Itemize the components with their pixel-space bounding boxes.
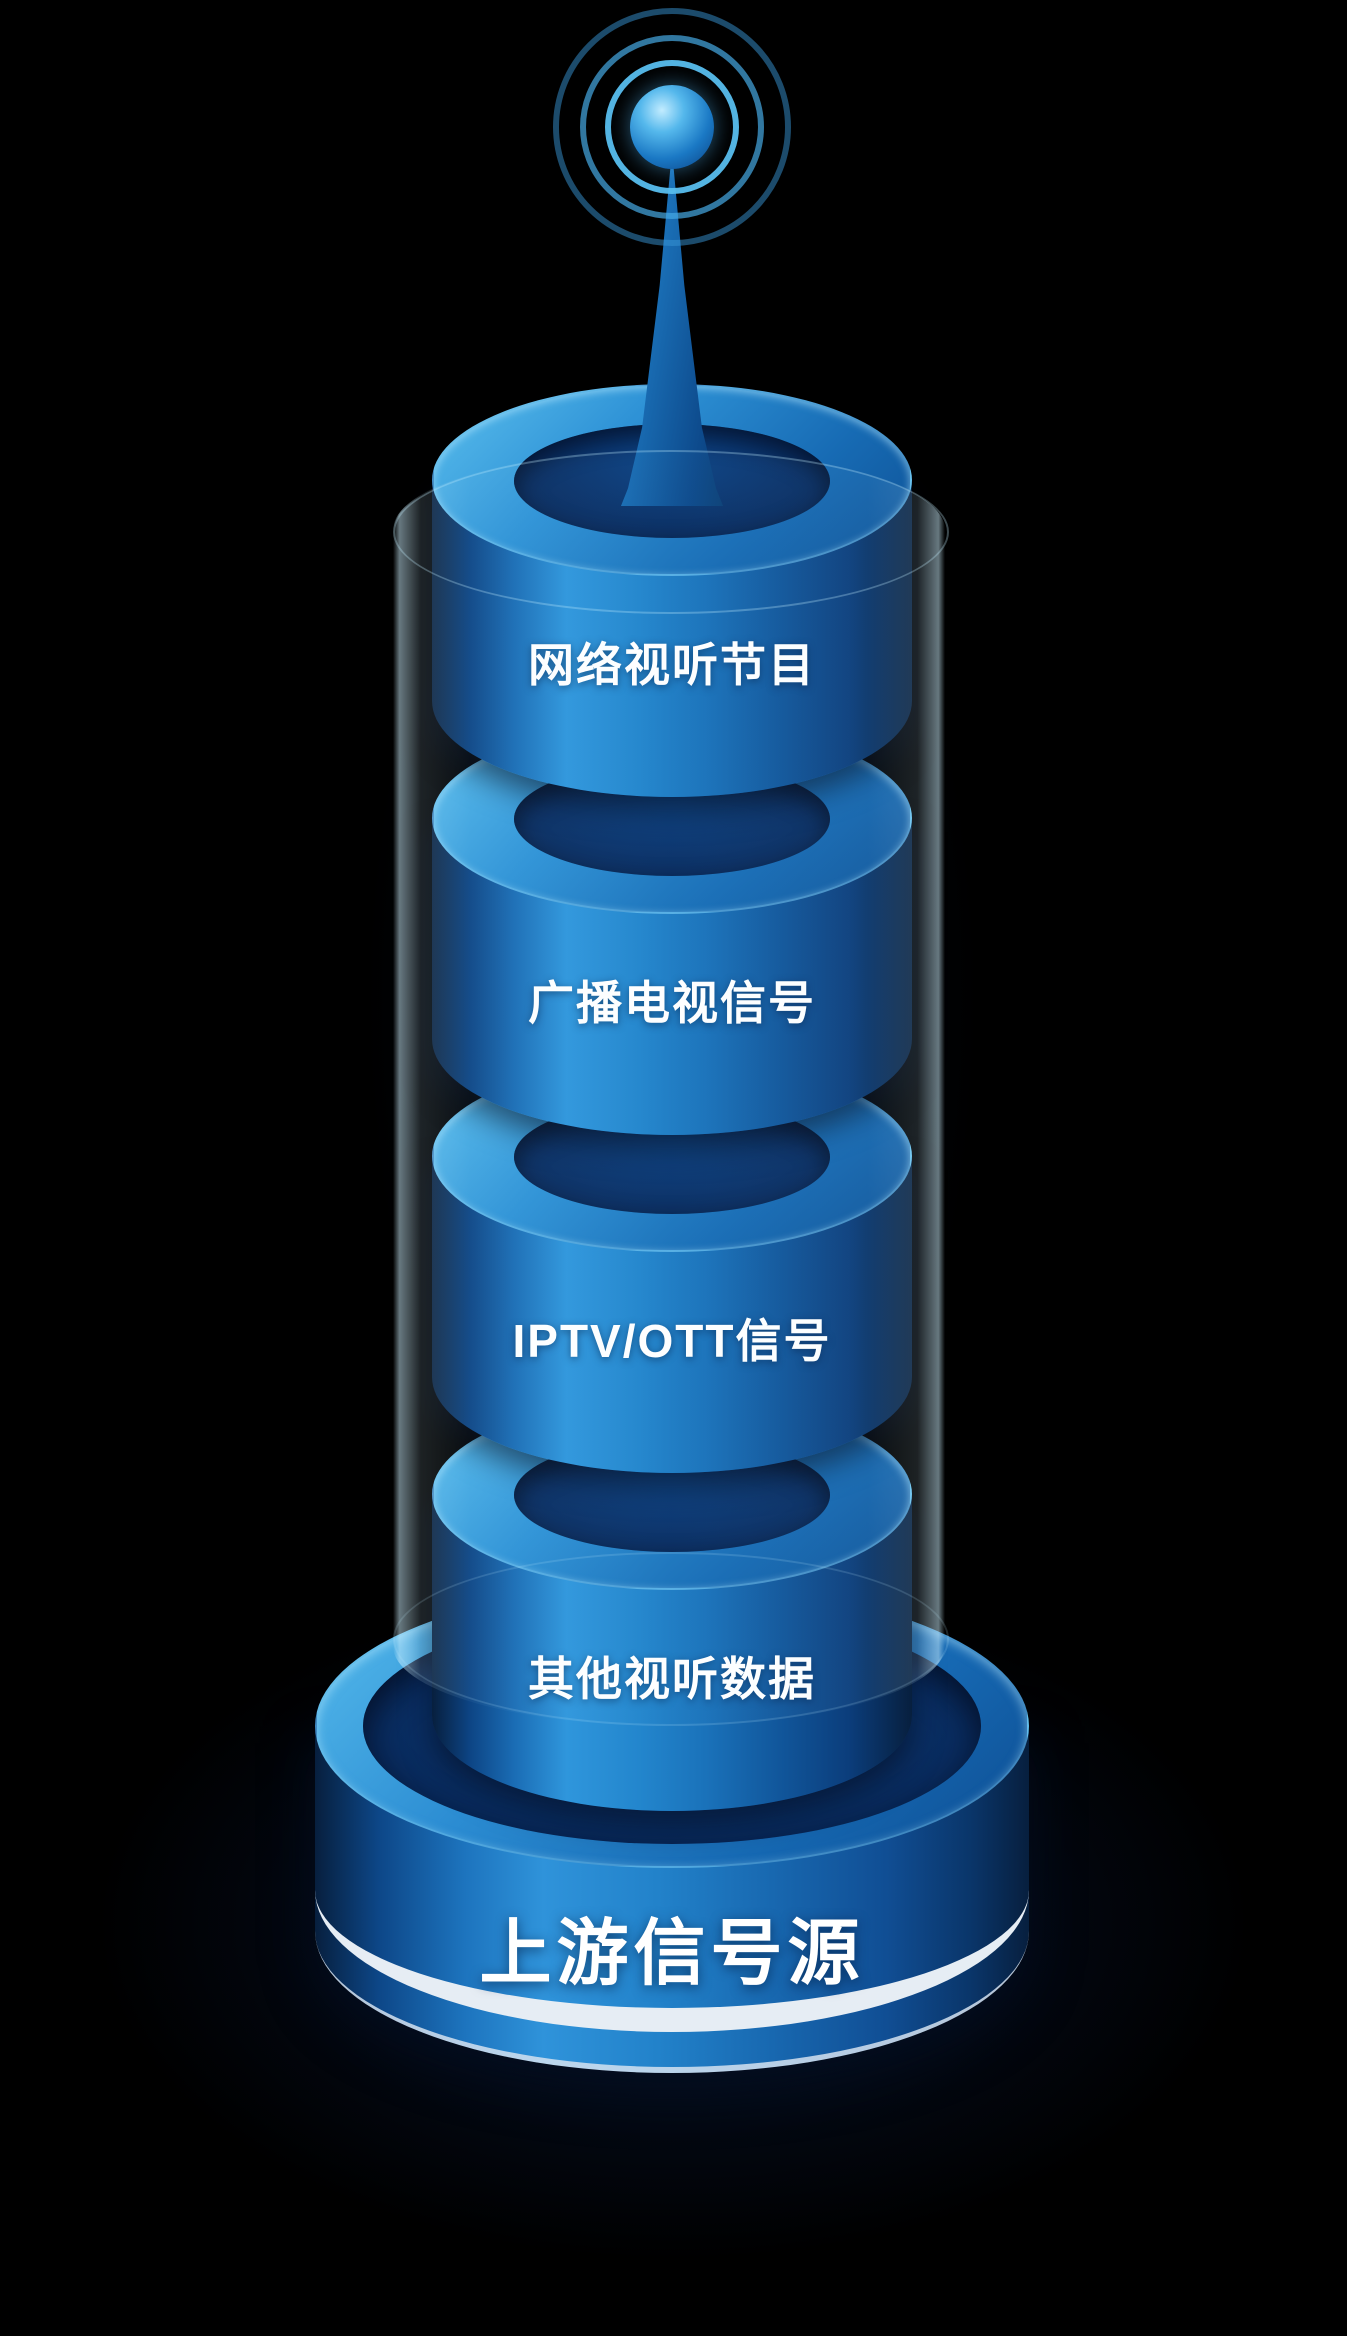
- layer-label: 其他视听数据: [528, 1653, 816, 1705]
- signal-ring-outer-icon: [553, 8, 791, 246]
- antenna-ball: [630, 85, 714, 169]
- layer-label: IPTV/OTT信号: [512, 1315, 832, 1367]
- layer-label: 网络视听节目: [528, 639, 816, 691]
- layer-label: 广播电视信号: [528, 977, 816, 1029]
- base-label: 上游信号源: [479, 1914, 865, 1994]
